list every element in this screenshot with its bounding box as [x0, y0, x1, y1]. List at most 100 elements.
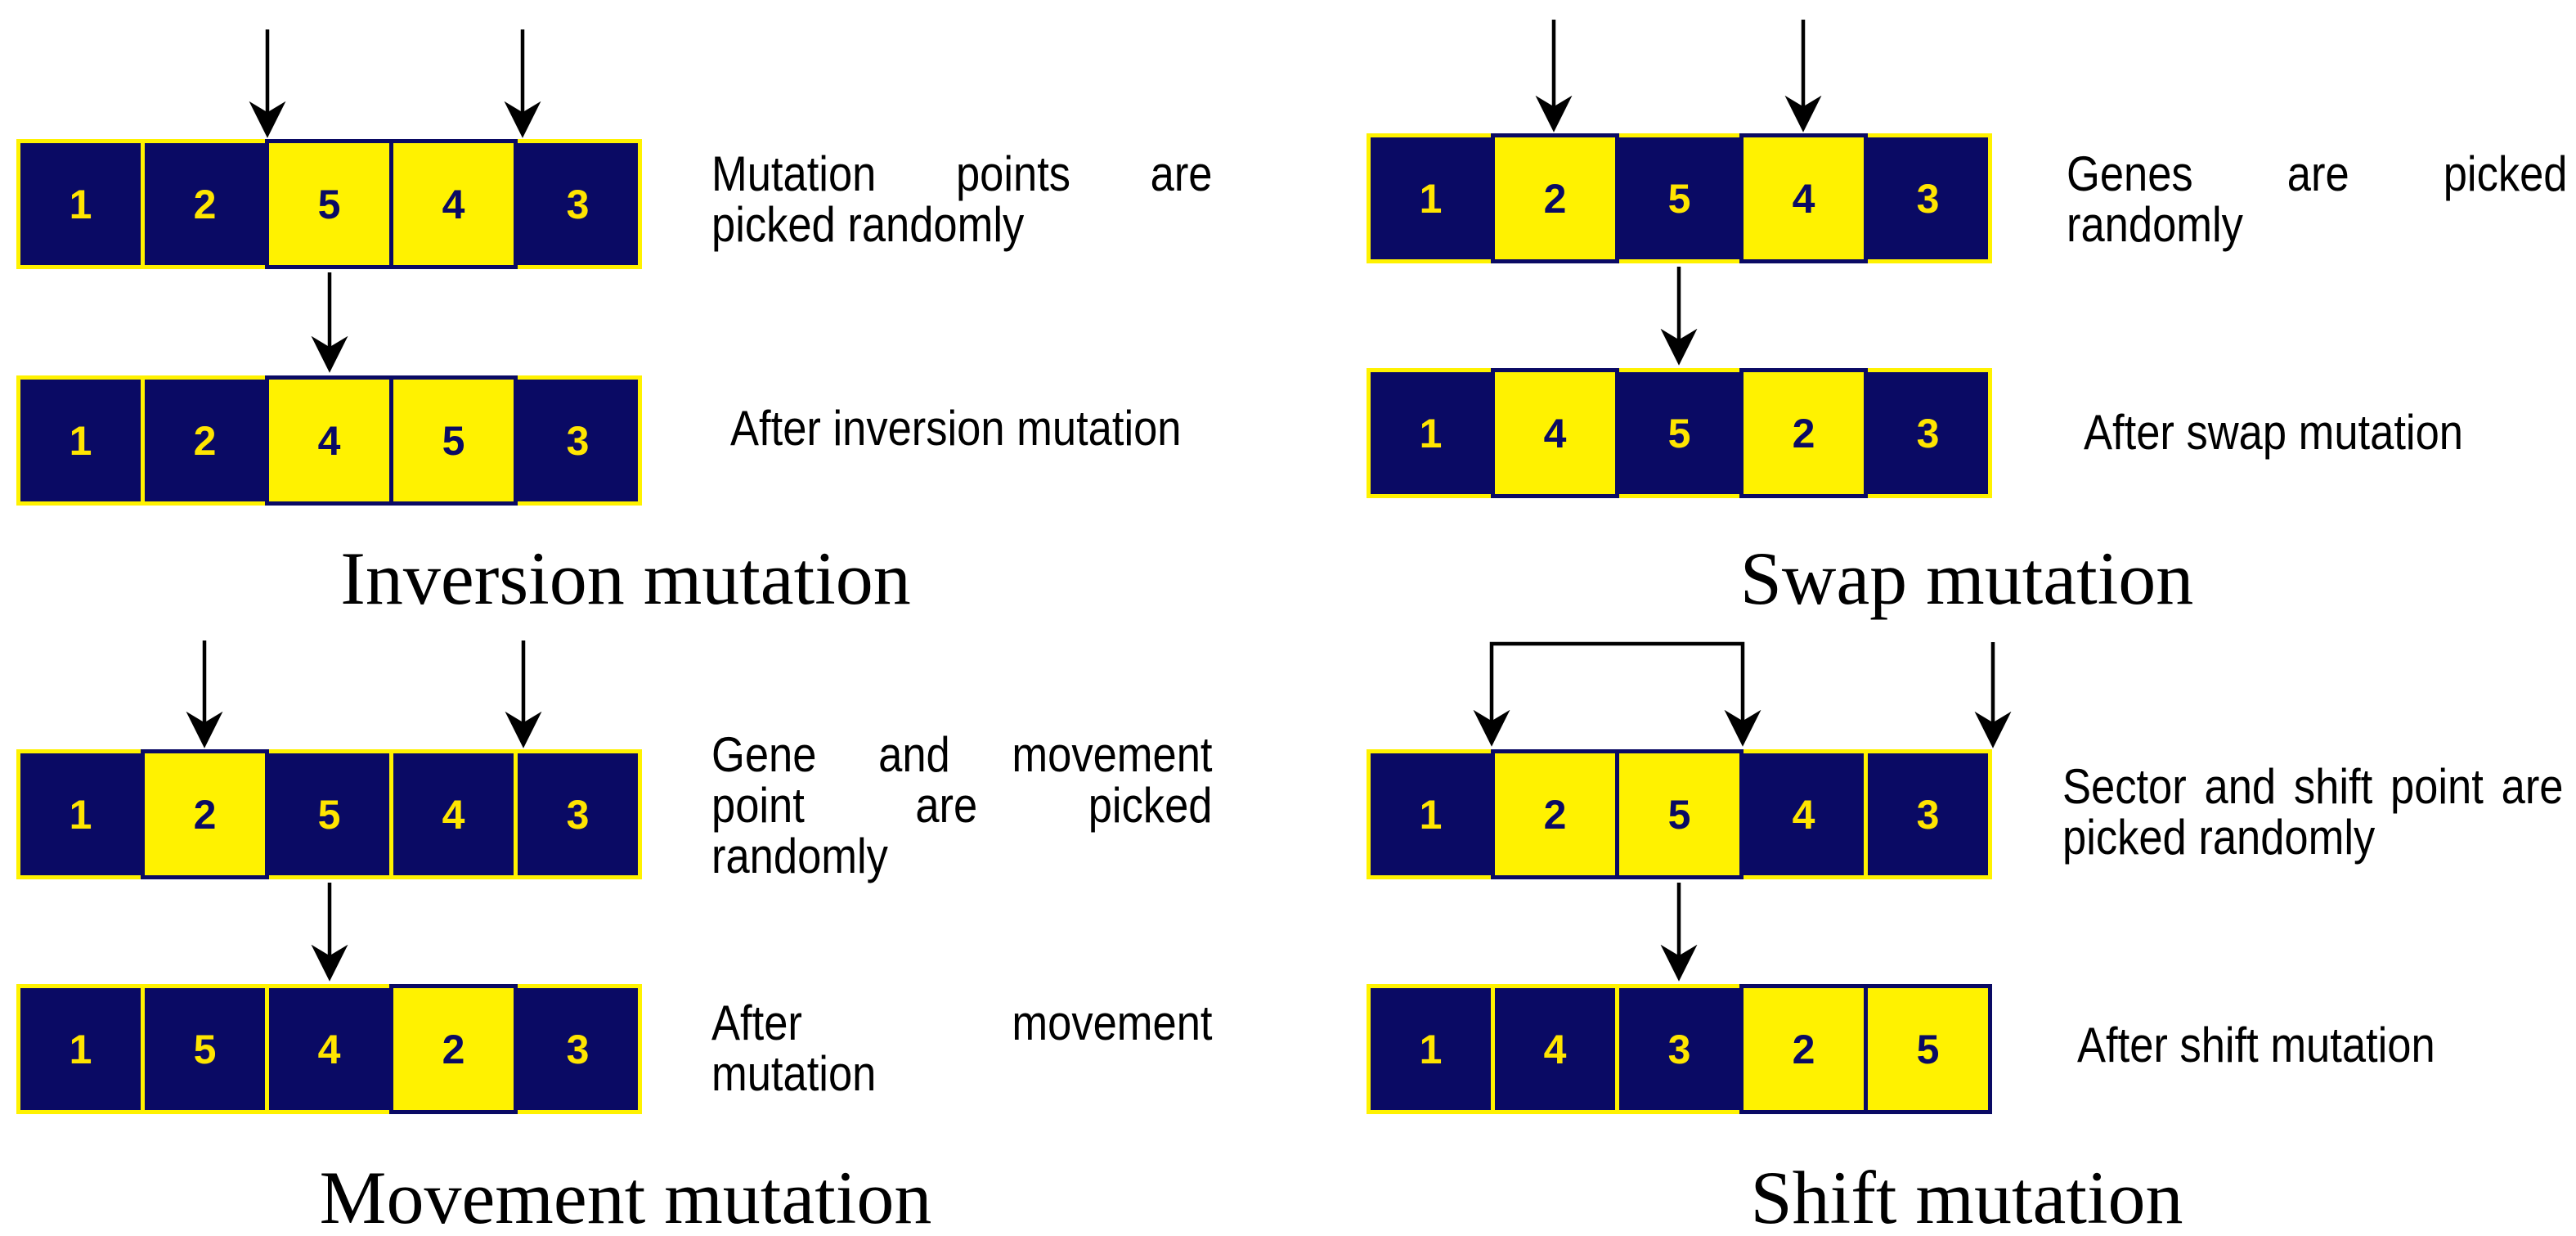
gene-cell: 3 — [514, 749, 642, 879]
gene-value: 1 — [69, 417, 92, 464]
gene-value: 5 — [1667, 175, 1691, 222]
gene-cell: 1 — [16, 749, 145, 879]
gene-cell: 5 — [389, 375, 518, 506]
gene-cell: 5 — [265, 139, 393, 269]
inversion-note-before: Mutation points are picked randomly — [711, 149, 1213, 250]
note-line: picked randomly — [2062, 810, 2376, 865]
swap-note-before: Genes are picked randomly — [2067, 149, 2568, 250]
gene-value: 4 — [317, 1026, 341, 1072]
gene-cell: 5 — [1615, 133, 1744, 263]
gene-value: 2 — [1792, 1026, 1815, 1072]
gene-cell: 3 — [514, 984, 642, 1114]
gene-cell: 1 — [1367, 133, 1495, 263]
shift-row-after: 1 4 3 2 5 — [1367, 984, 1992, 1114]
gene-value: 4 — [1543, 410, 1567, 456]
gene-value: 4 — [1792, 791, 1815, 838]
shift-row-before: 1 2 5 4 3 — [1367, 749, 1992, 879]
movement-row-after: 1 5 4 2 3 — [16, 984, 642, 1114]
gene-value: 5 — [193, 1026, 217, 1072]
swap-note-after: After swap mutation — [2084, 407, 2576, 458]
gene-value: 2 — [442, 1026, 465, 1072]
gene-value: 4 — [442, 181, 465, 227]
gene-value: 1 — [1419, 410, 1443, 456]
inversion-note-after: After inversion mutation — [730, 403, 1232, 454]
movement-row-before: 1 2 5 4 3 — [16, 749, 642, 879]
gene-value: 3 — [1916, 791, 1940, 838]
gene-value: 1 — [1419, 791, 1443, 838]
gene-cell: 4 — [389, 139, 518, 269]
gene-value: 5 — [1916, 1026, 1940, 1072]
note-line: randomly — [2067, 197, 2243, 252]
shift-note-after: After shift mutation — [2077, 1020, 2576, 1071]
gene-value: 3 — [566, 1026, 590, 1072]
gene-value: 4 — [1543, 1026, 1567, 1072]
note-line: point are picked — [711, 778, 1213, 833]
swap-row-before: 1 2 5 4 3 — [1367, 133, 1992, 263]
note-line: After shift mutation — [2077, 1018, 2435, 1072]
gene-cell: 2 — [1491, 133, 1619, 263]
gene-cell: 4 — [389, 749, 518, 879]
gene-value: 3 — [566, 417, 590, 464]
gene-cell: 1 — [1367, 749, 1495, 879]
gene-cell: 3 — [1864, 749, 1992, 879]
gene-value: 2 — [1543, 175, 1567, 222]
gene-value: 4 — [1792, 175, 1815, 222]
gene-value: 4 — [317, 417, 341, 464]
gene-cell: 2 — [1739, 984, 1868, 1114]
gene-value: 2 — [1543, 791, 1567, 838]
gene-cell: 3 — [1864, 368, 1992, 498]
gene-cell: 3 — [514, 139, 642, 269]
gene-cell: 5 — [1864, 984, 1992, 1114]
gene-value: 2 — [193, 181, 217, 227]
gene-cell: 4 — [1739, 749, 1868, 879]
note-line: mutation — [711, 1046, 877, 1101]
gene-cell: 5 — [1615, 749, 1744, 879]
gene-value: 3 — [1667, 1026, 1691, 1072]
gene-cell: 4 — [1491, 984, 1619, 1114]
note-line: Sector and shift point are — [2062, 759, 2564, 814]
note-line: After inversion mutation — [730, 401, 1182, 456]
gene-cell: 4 — [1491, 368, 1619, 498]
gene-value: 5 — [1667, 791, 1691, 838]
gene-value: 3 — [1916, 410, 1940, 456]
gene-value: 1 — [1419, 175, 1443, 222]
movement-note-before: Gene and movement point are picked rando… — [711, 730, 1213, 882]
note-line: Mutation points are — [711, 146, 1213, 201]
gene-value: 1 — [69, 791, 92, 838]
gene-cell: 1 — [16, 984, 145, 1114]
gene-value: 5 — [317, 181, 341, 227]
inversion-row-before: 1 2 5 4 3 — [16, 139, 642, 269]
gene-cell: 2 — [389, 984, 518, 1114]
note-line: After swap mutation — [2084, 405, 2463, 460]
gene-cell: 3 — [514, 375, 642, 506]
gene-value: 5 — [442, 417, 465, 464]
gene-cell: 3 — [1864, 133, 1992, 263]
note-line: picked randomly — [711, 197, 1025, 252]
shift-note-before: Sector and shift point are picked random… — [2062, 762, 2564, 863]
gene-value: 3 — [1916, 175, 1940, 222]
gene-cell: 3 — [1615, 984, 1744, 1114]
gene-value: 1 — [69, 181, 92, 227]
gene-value: 2 — [1792, 410, 1815, 456]
gene-value: 3 — [566, 181, 590, 227]
swap-row-after: 1 4 5 2 3 — [1367, 368, 1992, 498]
gene-cell: 4 — [265, 375, 393, 506]
note-line: Genes are picked — [2067, 146, 2568, 201]
gene-value: 3 — [566, 791, 590, 838]
note-line: randomly — [711, 829, 888, 883]
gene-value: 2 — [193, 791, 217, 838]
gene-cell: 2 — [141, 749, 269, 879]
gene-cell: 2 — [1739, 368, 1868, 498]
gene-value: 5 — [317, 791, 341, 838]
gene-cell: 5 — [141, 984, 269, 1114]
gene-cell: 4 — [1739, 133, 1868, 263]
gene-cell: 2 — [1491, 749, 1619, 879]
note-line: Gene and movement — [711, 727, 1213, 782]
caption-shift-mutation: Shift mutation — [1750, 1156, 2183, 1236]
caption-swap-mutation: Swap mutation — [1739, 537, 2194, 620]
inversion-row-after: 1 2 4 5 3 — [16, 375, 642, 506]
gene-cell: 2 — [141, 375, 269, 506]
